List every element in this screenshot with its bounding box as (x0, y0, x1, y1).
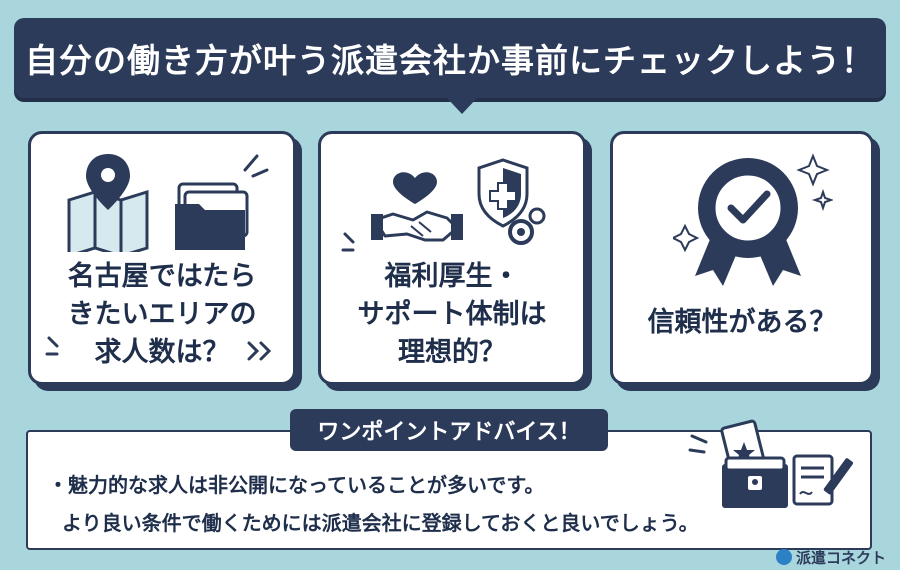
page-title: 自分の働き方が叶う派遣会社か事前にチェックしよう！ (25, 41, 875, 80)
treasure-chest-icon (688, 419, 788, 508)
award-ribbon-icon (673, 153, 833, 286)
card-area-jobs: 名古屋ではたら きたいエリアの 求人数は？ (28, 131, 296, 385)
title-banner: 自分の働き方が叶う派遣会社か事前にチェックしよう！ (14, 18, 886, 114)
card-benefits: 福利厚生・ サポート体制は 理想的？ (318, 131, 586, 385)
advice-text-line: より良い条件で働くためには派遣会社に登録しておくと良いでしょう。 (62, 511, 699, 535)
advice-label: ワンポイントアドバイス！ (290, 409, 608, 451)
map-pin-icon (67, 154, 269, 252)
sparkle-icon (45, 336, 59, 356)
brand-name: 派遣コネクト (795, 548, 886, 567)
sparkle-icon (341, 232, 355, 252)
advice-text-line: ・魅力的な求人は非公開になっていることが多いです。 (48, 473, 545, 497)
chevron-right-icon (247, 341, 272, 361)
document-pen-icon (792, 454, 854, 506)
card-text: 福利厚生・ サポート体制は 理想的？ (357, 261, 547, 368)
card-text: 名古屋ではたら きたいエリアの 求人数は？ (67, 261, 257, 368)
brand-mark-icon (775, 549, 792, 565)
handshake-heart-icon (371, 158, 546, 245)
card-reliability: 信頼性がある？ (610, 131, 874, 385)
card-text: 信頼性がある？ (647, 307, 837, 338)
brand-logo: 派遣コネクト (775, 546, 886, 568)
